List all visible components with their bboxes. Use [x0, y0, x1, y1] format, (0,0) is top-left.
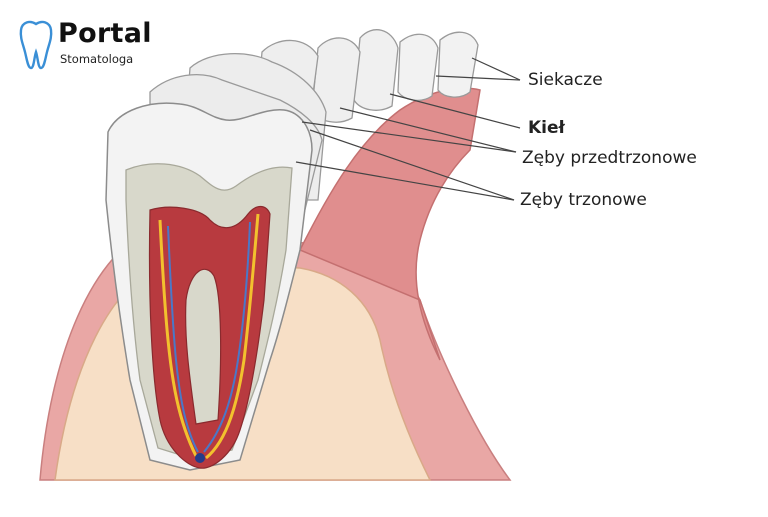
tooth-logo-icon: [18, 18, 54, 70]
label-incisors: Siekacze: [528, 72, 603, 89]
label-canine: Kieł: [528, 120, 565, 137]
incisor-2: [438, 32, 478, 97]
logo-title: Portal: [58, 20, 152, 47]
nerve-entry: [195, 453, 205, 463]
logo-subtitle: Stomatologa: [60, 54, 133, 66]
logo: Portal Stomatologa: [18, 16, 168, 76]
incisor-1: [398, 34, 438, 100]
label-molars: Zęby trzonowe: [520, 192, 647, 209]
canine-tooth: [354, 30, 398, 111]
label-premolars: Zęby przedtrzonowe: [522, 150, 697, 167]
